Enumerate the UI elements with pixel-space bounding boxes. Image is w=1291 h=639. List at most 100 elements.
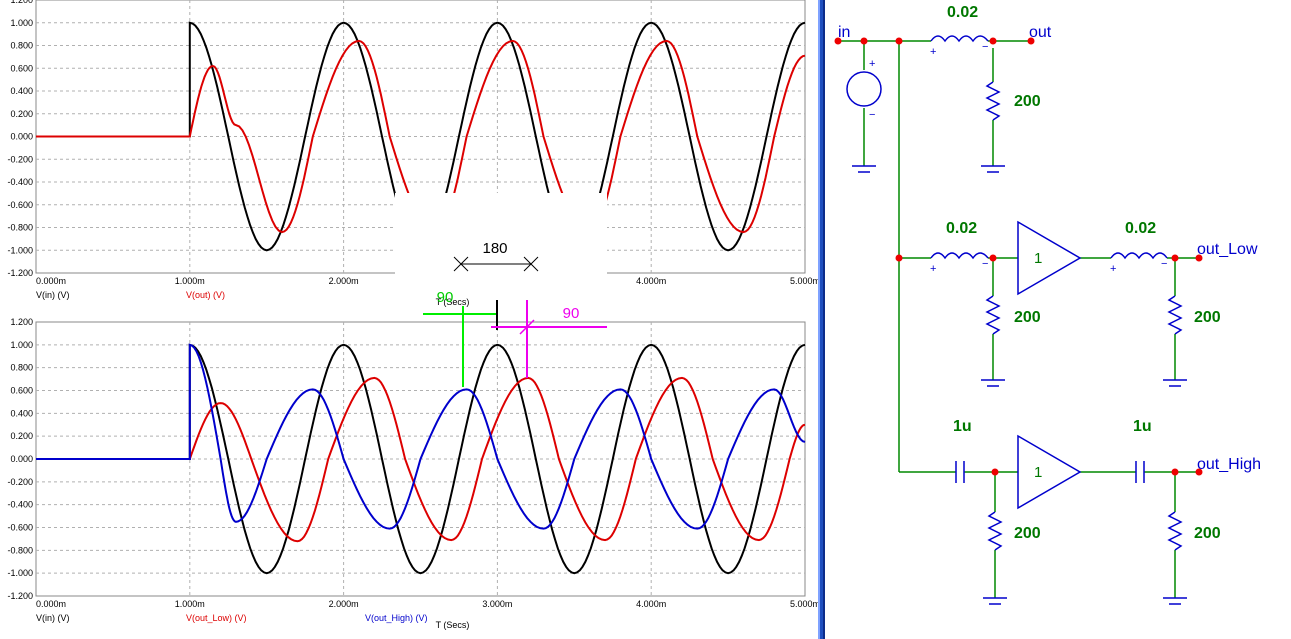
resistor-r3-icon[interactable] <box>1167 295 1183 335</box>
svg-text:+: + <box>1110 263 1116 275</box>
y-tick-label: -0.200 <box>7 154 33 164</box>
resistor-r2-icon[interactable] <box>985 295 1001 335</box>
svg-text:−: − <box>869 109 875 121</box>
x-tick-label: 0.000m <box>36 276 66 286</box>
window-splitter[interactable] <box>818 0 825 639</box>
svg-text:−: − <box>982 41 988 53</box>
schematic-components <box>846 35 1183 551</box>
svg-text:+: + <box>869 58 875 70</box>
node-label-out: out <box>1029 24 1052 41</box>
x-tick-label: 2.000m <box>329 599 359 609</box>
svg-text:−: − <box>1161 258 1167 270</box>
y-tick-label: -1.000 <box>7 245 33 255</box>
series-line-0[interactable] <box>36 343 806 575</box>
y-tick-label: 0.000 <box>10 132 33 142</box>
y-tick-label: -1.000 <box>7 568 33 578</box>
legend-entry-1: V(out) (V) <box>186 290 225 300</box>
series-line-1[interactable] <box>36 376 806 543</box>
series-line-1[interactable] <box>36 39 806 234</box>
inductor-l2-icon[interactable] <box>930 252 989 260</box>
legend-entry-0: V(in) (V) <box>36 613 70 623</box>
buffer-amp-low-icon[interactable] <box>1017 220 1082 296</box>
y-tick-label: 1.000 <box>10 340 33 350</box>
polarity-marks: +− +− +− +− <box>869 41 1167 275</box>
x-tick-label: 5.000m <box>790 276 818 286</box>
x-tick-label: 4.000m <box>636 276 666 286</box>
waveform-plots: 1.200 1.000 0.800 0.600 0.400 0.200 0.000 -0.20… <box>7 0 818 630</box>
ground-symbols <box>852 165 1187 605</box>
legend-entry-2: V(out_High) (V) <box>365 613 428 623</box>
value-amp-low[interactable]: 1 <box>1034 250 1042 267</box>
circuit-schematic[interactable]: +− +− +− +− in out out_Low out_High 0.02… <box>825 0 1291 639</box>
phase-180-tick-left-b <box>453 256 469 272</box>
y-tick-label: 0.800 <box>10 363 33 373</box>
y-tick-label: -0.400 <box>7 500 33 510</box>
y-tick-label: -1.200 <box>7 268 33 278</box>
x-tick-label: 1.000m <box>175 276 205 286</box>
node-label-in: in <box>838 24 850 41</box>
svg-text:−: − <box>982 258 988 270</box>
y-tick-label: 0.000 <box>10 454 33 464</box>
x-axis-label: T (Secs) <box>436 297 470 307</box>
phase-90-magenta-label: 90 <box>563 305 580 322</box>
buffer-amp-high-icon[interactable] <box>1017 434 1082 510</box>
y-tick-label: 0.400 <box>10 408 33 418</box>
x-tick-label: 4.000m <box>636 599 666 609</box>
y-tick-label: -0.200 <box>7 477 33 487</box>
x-tick-label: 3.000m <box>482 599 512 609</box>
resistor-r1-icon[interactable] <box>985 81 1001 121</box>
x-tick-label: 2.000m <box>329 276 359 286</box>
y-tick-label: 1.200 <box>10 0 33 5</box>
x-tick-label: 5.000m <box>790 599 818 609</box>
value-l3[interactable]: 0.02 <box>1125 220 1156 237</box>
phase-180-label: 180 <box>482 240 507 257</box>
series-line-0[interactable] <box>36 21 806 252</box>
node-label-out-low: out_Low <box>1197 241 1258 258</box>
inductor-l3-icon[interactable] <box>1110 252 1168 260</box>
value-r5[interactable]: 200 <box>1194 525 1221 542</box>
y-tick-label: 0.400 <box>10 86 33 96</box>
resistor-r5-icon[interactable] <box>1167 511 1183 551</box>
y-tick-label: 0.600 <box>10 63 33 73</box>
value-c1[interactable]: 1u <box>953 418 972 435</box>
y-tick-label: -0.800 <box>7 223 33 233</box>
inductor-l1-icon[interactable] <box>930 35 989 43</box>
y-tick-label: 1.200 <box>10 317 33 327</box>
x-tick-label: 1.000m <box>175 599 205 609</box>
y-tick-label: -0.600 <box>7 200 33 210</box>
phase-90-green-label: 90 <box>437 289 454 306</box>
value-amp-high[interactable]: 1 <box>1034 464 1042 481</box>
value-r4[interactable]: 200 <box>1014 525 1041 542</box>
x-tick-label: 0.000m <box>36 599 66 609</box>
phase-180-tick-right-b <box>523 256 539 272</box>
resistor-r4-icon[interactable] <box>987 511 1003 551</box>
y-tick-label: 0.600 <box>10 386 33 396</box>
legend-entry-0: V(in) (V) <box>36 290 70 300</box>
legend-entry-1: V(out_Low) (V) <box>186 613 247 623</box>
phase-90-magenta-tick <box>519 319 535 335</box>
plot-bottom[interactable]: 1.200 1.000 0.800 0.600 0.400 0.200 0.000 -0.20… <box>7 317 818 630</box>
x-axis-label: T (Secs) <box>436 620 470 630</box>
y-tick-label: -0.400 <box>7 177 33 187</box>
y-tick-label: -0.800 <box>7 545 33 555</box>
series-line-2[interactable] <box>36 343 806 530</box>
y-tick-label: 1.000 <box>10 18 33 28</box>
y-tick-label: 0.200 <box>10 109 33 119</box>
schematic-nodes <box>834 37 1203 476</box>
y-tick-label: 0.200 <box>10 431 33 441</box>
svg-text:+: + <box>930 46 936 58</box>
value-l2[interactable]: 0.02 <box>946 220 977 237</box>
annotation-whiteout <box>395 193 607 288</box>
value-c2[interactable]: 1u <box>1133 418 1152 435</box>
voltage-source-icon[interactable] <box>846 71 882 107</box>
y-tick-label: -0.600 <box>7 523 33 533</box>
y-tick-label: -1.200 <box>7 591 33 601</box>
phase-annotations: 180 90 90 <box>395 193 607 387</box>
value-r1[interactable]: 200 <box>1014 93 1041 110</box>
value-r3[interactable]: 200 <box>1194 309 1221 326</box>
value-r2[interactable]: 200 <box>1014 309 1041 326</box>
node-label-out-high: out_High <box>1197 456 1261 473</box>
y-tick-label: 0.800 <box>10 41 33 51</box>
value-l1[interactable]: 0.02 <box>947 4 978 21</box>
